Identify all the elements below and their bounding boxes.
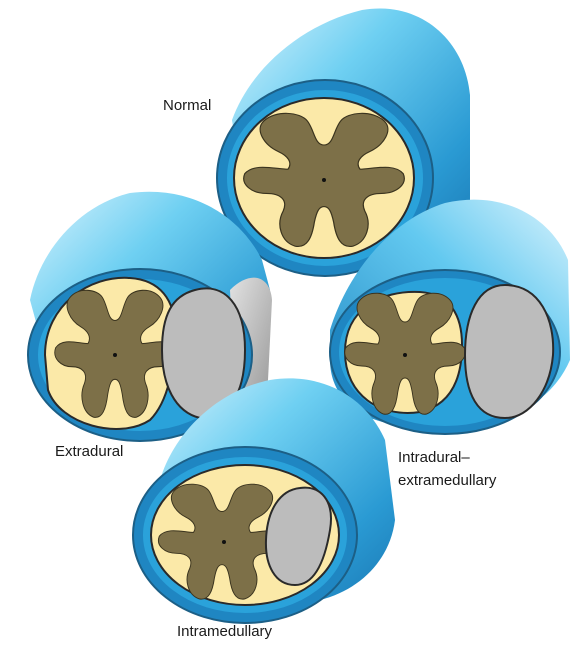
label-extradural: Extradural [55, 443, 123, 460]
label-intradural-line1: Intradural– [398, 449, 470, 466]
label-normal: Normal [163, 97, 211, 114]
label-intramedullary: Intramedullary [177, 623, 273, 640]
label-intradural-line2: extramedullary [398, 472, 497, 489]
